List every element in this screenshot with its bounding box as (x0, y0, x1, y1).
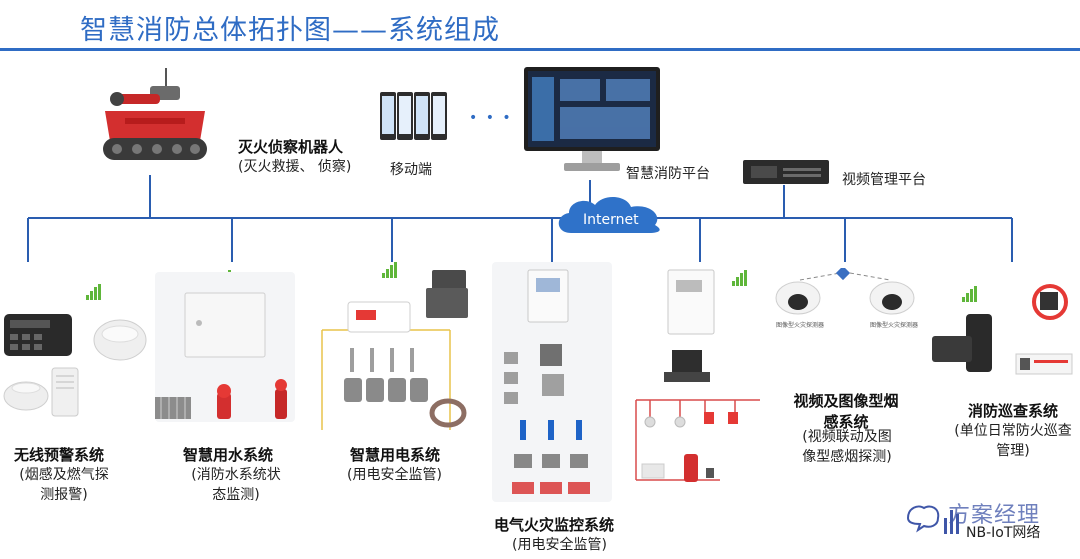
video-recorder-icon (743, 160, 829, 184)
electrical-fire-devices (504, 269, 590, 494)
subsystem-1-desc: (烟感及燃气探测报警) (19, 467, 109, 503)
watermark-logo-icon (906, 505, 959, 534)
subsystem-2-desc: (消防水系统状态监测) (191, 467, 281, 503)
image-smoke-cameras (775, 268, 915, 315)
video-platform-label: 视频管理平台 (842, 172, 926, 188)
wireless-alarm-devices (3, 314, 147, 417)
patrol-devices (932, 284, 1073, 375)
electricity-devices (344, 270, 468, 428)
mobile-label: 移动端 (390, 162, 432, 178)
signal-icon (732, 270, 748, 286)
platform-label: 智慧消防平台 (626, 166, 710, 182)
camera-label-2: 图像型火灾探测器 (870, 322, 919, 329)
page-title: 智慧消防总体拓扑图——系统组成 (80, 15, 500, 46)
subsystem-2-name: 智慧用水系统 (183, 446, 274, 464)
platform-monitor-icon (524, 67, 660, 171)
watermark-subtitle: NB-IoT网络 (966, 525, 1041, 541)
subsystem-3-name: 智慧用电系统 (350, 446, 441, 464)
ellipsis: • • • (469, 110, 513, 126)
title-underline (0, 48, 1080, 51)
fire-robot-icon (103, 68, 207, 160)
subsystem-3-desc: (用电安全监管) (347, 467, 442, 483)
subsystem-4-desc: (用电安全监管) (512, 537, 607, 553)
mobile-devices-icon (380, 92, 447, 140)
signal-icon (382, 262, 398, 278)
subsystem-5-name: 视频及图像型烟感系统 (793, 392, 899, 431)
subsystem-1-name: 无线预警系统 (14, 446, 105, 464)
watermark-title: 方案经理 (948, 503, 1041, 528)
camera-label-1: 图像型火灾探测器 (776, 322, 825, 329)
subsystem-5-desc: (视频联动及图像型感烟探测) (802, 429, 892, 465)
fire-alarm-controller-devices (641, 269, 738, 482)
subsystem-4-name: 电气火灾监控系统 (494, 516, 615, 534)
signal-icon (962, 286, 978, 302)
subsystem-6-desc: (单位日常防火巡查管理) (954, 423, 1072, 459)
water-system-devices (155, 292, 287, 419)
robot-desc: (灭火救援、 侦察) (238, 159, 352, 175)
signal-icon (86, 284, 102, 300)
subsystem-6-name: 消防巡查系统 (968, 402, 1059, 420)
robot-name: 灭火侦察机器人 (238, 138, 344, 156)
internet-cloud-icon (558, 196, 660, 233)
internet-label: Internet (583, 212, 639, 228)
